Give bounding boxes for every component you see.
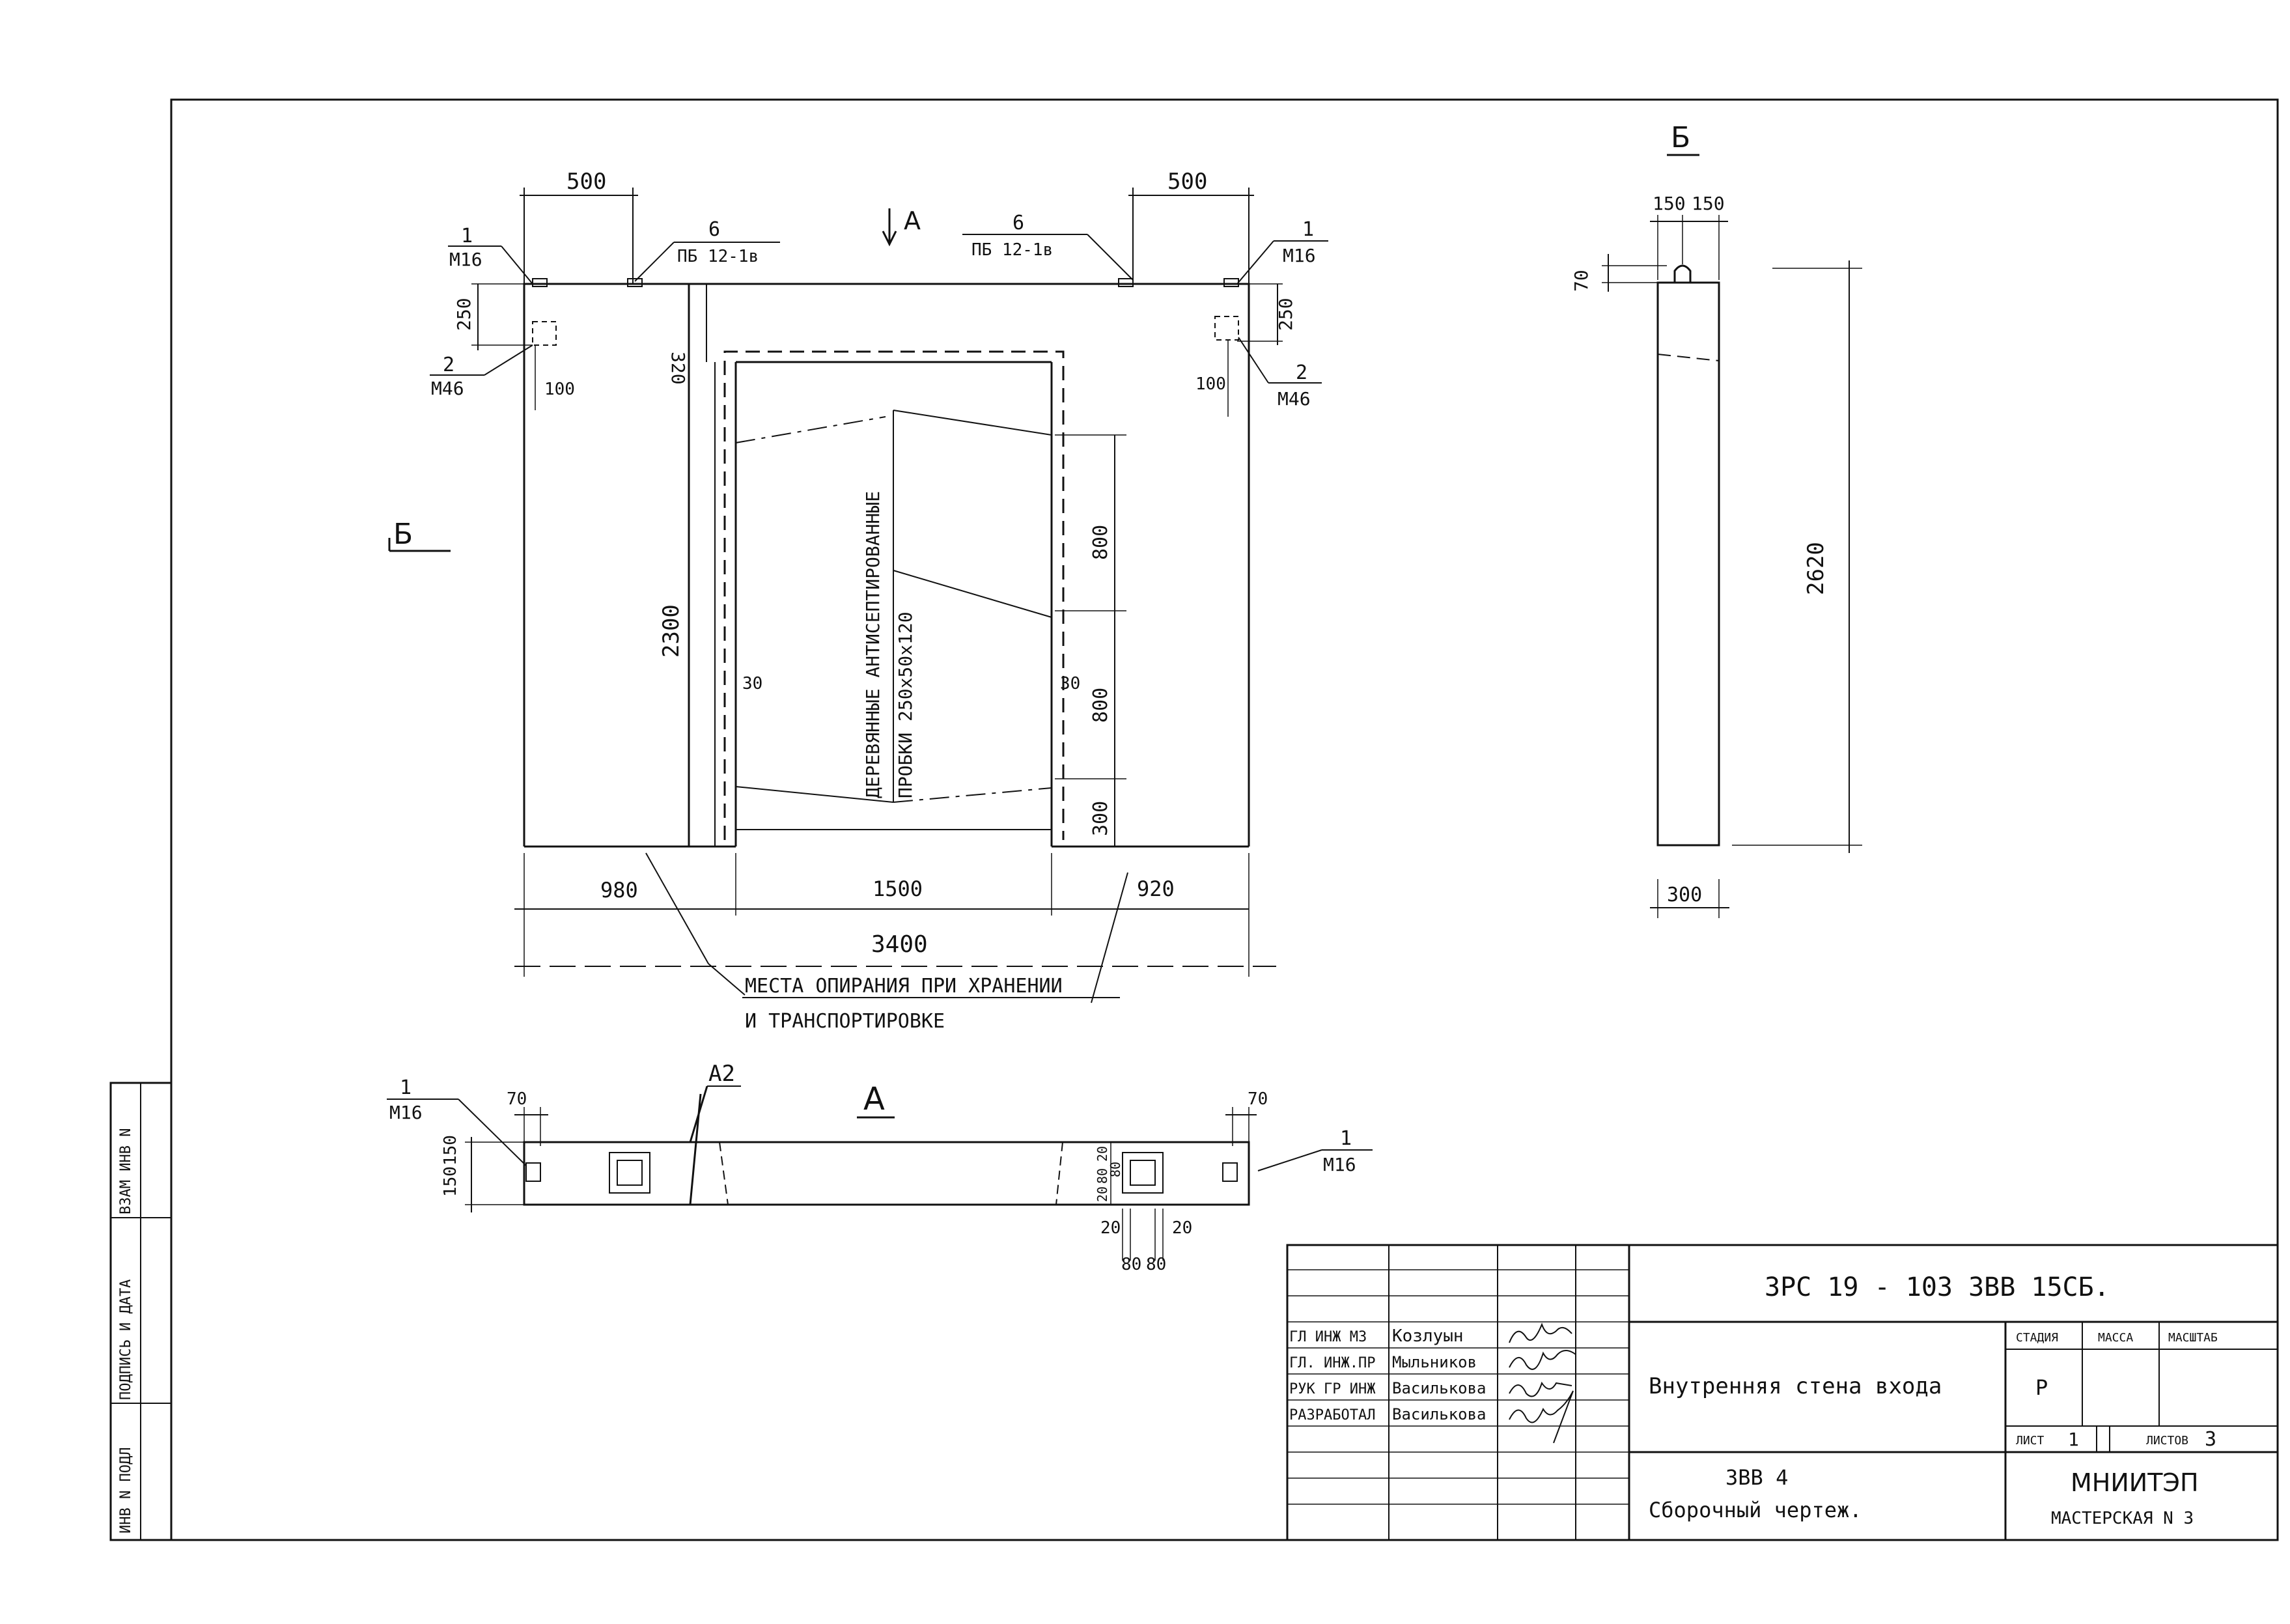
wooden-plug-note-line2: ПРОБКИ 250х50х120: [895, 611, 916, 798]
staff-role-4: РАЗРАБОТАЛ: [1289, 1407, 1375, 1423]
plan-dim-20-bottom-right: 20: [1172, 1218, 1192, 1238]
plan-callout-right-num: 1: [1340, 1127, 1352, 1150]
plan-callout-left-grade: М16: [389, 1102, 423, 1123]
callout-1-right-num: 1: [1302, 218, 1314, 241]
organization-dept: МАСТЕРСКАЯ N 3: [2051, 1509, 2194, 1528]
section-b-title: Б: [1671, 121, 1690, 154]
dim-30-left: 30: [742, 674, 762, 693]
callout-1-right-grade: М16: [1283, 245, 1316, 266]
dim-100-left: 100: [544, 380, 575, 399]
staff-name-2: Мыльников: [1392, 1353, 1477, 1371]
sheet-value: 1: [2068, 1429, 2079, 1450]
drawing-code: ЗВВ 4: [1725, 1465, 1788, 1490]
callout-2-right-grade: М46: [1278, 388, 1311, 410]
dim-70: 70: [1571, 270, 1592, 292]
plan-a-title: А: [863, 1081, 885, 1117]
dim-3400: 3400: [871, 931, 928, 958]
dim-800-upper: 800: [1089, 525, 1112, 560]
strip-box-2: ПОДПИСЬ И ДАТА: [118, 1280, 134, 1400]
drawing-title: Внутренняя стена входа: [1649, 1373, 1942, 1399]
dim-250-left: 250: [453, 298, 475, 331]
plan-dim-20-bottom-left: 20: [1100, 1218, 1121, 1238]
dim-2620: 2620: [1803, 542, 1829, 595]
stage-value: Р: [2035, 1375, 2048, 1400]
support-note-line2: И ТРАНСПОРТИРОВКЕ: [745, 1010, 945, 1033]
callout-1-left-num: 1: [461, 225, 473, 247]
wooden-plug-note-line1: ДЕРЕВЯННЫЕ АНТИСЕПТИРОВАННЫЕ: [862, 491, 884, 798]
left-approval-strip: ВЗАМ ИНВ N ПОДПИСЬ И ДАТА ИНВ N ПОДЛ: [109, 1082, 173, 1541]
plan-callout-right-grade: М16: [1323, 1154, 1356, 1175]
dim-150-b: 150: [1692, 193, 1725, 214]
front-view: 500 500 А 1 М16 6 ПБ 12-1в 6 ПБ 12-1в 1 …: [388, 169, 1328, 1033]
staff-role-3: РУК ГР ИНЖ: [1289, 1381, 1376, 1397]
callout-6-left-grade: ПБ 12-1в: [677, 247, 759, 266]
staff-role-1: ГЛ ИНЖ МЗ: [1289, 1329, 1367, 1345]
callout-6-right-grade: ПБ 12-1в: [971, 240, 1053, 260]
view-arrow-label: А: [904, 206, 921, 235]
plan-dim-70-right: 70: [1248, 1089, 1268, 1109]
stage-header: СТАДИЯ: [2016, 1331, 2058, 1345]
callout-1-left-grade: М16: [449, 249, 482, 270]
strip-box-3: ИНВ N ПОДЛ: [118, 1448, 134, 1533]
sheet-label: ЛИСТ: [2016, 1434, 2045, 1448]
section-b-marker: Б: [393, 518, 413, 551]
plan-dim-20-a: 20: [1095, 1146, 1110, 1162]
plan-dim-80-a: 80: [1095, 1168, 1110, 1184]
staff-name-1: Козлуын: [1392, 1326, 1464, 1346]
plan-view-a: А А2 1 М16 1 М16 70 150: [387, 1061, 1373, 1274]
dim-300-bottom: 300: [1667, 884, 1702, 906]
dim-320: 320: [667, 352, 689, 385]
organization-name: МНИИТЭП: [2071, 1468, 2199, 1497]
plan-dim-150-b: 150: [441, 1135, 460, 1166]
plan-dim-20-b: 20: [1095, 1186, 1110, 1202]
title-block: ГЛ ИНЖ МЗ Козлуын ГЛ. ИНЖ.ПР Мыльников Р…: [1286, 1244, 2279, 1541]
callout-6-left-num: 6: [708, 218, 720, 241]
dim-500-left: 500: [566, 169, 606, 195]
dim-800-lower: 800: [1089, 688, 1112, 723]
dim-250-right: 250: [1275, 298, 1296, 331]
dim-500-right: 500: [1167, 169, 1207, 195]
dim-30-right: 30: [1060, 674, 1080, 693]
staff-name-3: Васильковa: [1392, 1379, 1487, 1397]
strip-box-1: ВЗАМ ИНВ N: [118, 1128, 134, 1214]
sheets-value: 3: [2205, 1428, 2216, 1451]
dim-100-right: 100: [1195, 374, 1226, 394]
section-b: Б 150 150 70 2620 300: [1571, 121, 1862, 918]
dim-980: 980: [600, 878, 638, 903]
dim-2300: 2300: [658, 604, 684, 658]
drawing-type: Сборочный чертеж.: [1649, 1498, 1862, 1522]
document-code: 3РС 19 - 103 ЗВВ 15СБ.: [1765, 1272, 2110, 1302]
plan-dim-80-b: 80: [1108, 1162, 1123, 1177]
callout-2-left-num: 2: [443, 354, 454, 376]
sheets-label: ЛИСТОВ: [2146, 1434, 2188, 1448]
sheet-frame: [170, 98, 2279, 1541]
staff-name-4: Васильковa: [1392, 1405, 1487, 1423]
callout-2-left-grade: М46: [431, 378, 464, 399]
plan-dim-80-bottom-left: 80: [1121, 1255, 1141, 1274]
callout-6-right-num: 6: [1012, 212, 1024, 234]
support-note-line1: МЕСТА ОПИРАНИЯ ПРИ ХРАНЕНИИ: [745, 975, 1063, 998]
dim-1500: 1500: [873, 876, 923, 901]
weld-label-a2: А2: [708, 1061, 735, 1087]
dim-150-a: 150: [1653, 193, 1686, 214]
plan-dim-150-a: 150: [441, 1166, 460, 1197]
dim-300: 300: [1089, 801, 1112, 836]
callout-2-right-num: 2: [1296, 361, 1307, 384]
plan-callout-left-num: 1: [400, 1076, 412, 1099]
plan-dim-80-bottom-right: 80: [1146, 1255, 1166, 1274]
mass-header: МАССА: [2098, 1331, 2133, 1345]
dim-920: 920: [1137, 876, 1175, 901]
plan-dim-70-left: 70: [507, 1089, 527, 1109]
staff-role-2: ГЛ. ИНЖ.ПР: [1289, 1355, 1375, 1371]
signatures: [1509, 1323, 1576, 1444]
scale-header: МАСШТАБ: [2168, 1331, 2218, 1345]
